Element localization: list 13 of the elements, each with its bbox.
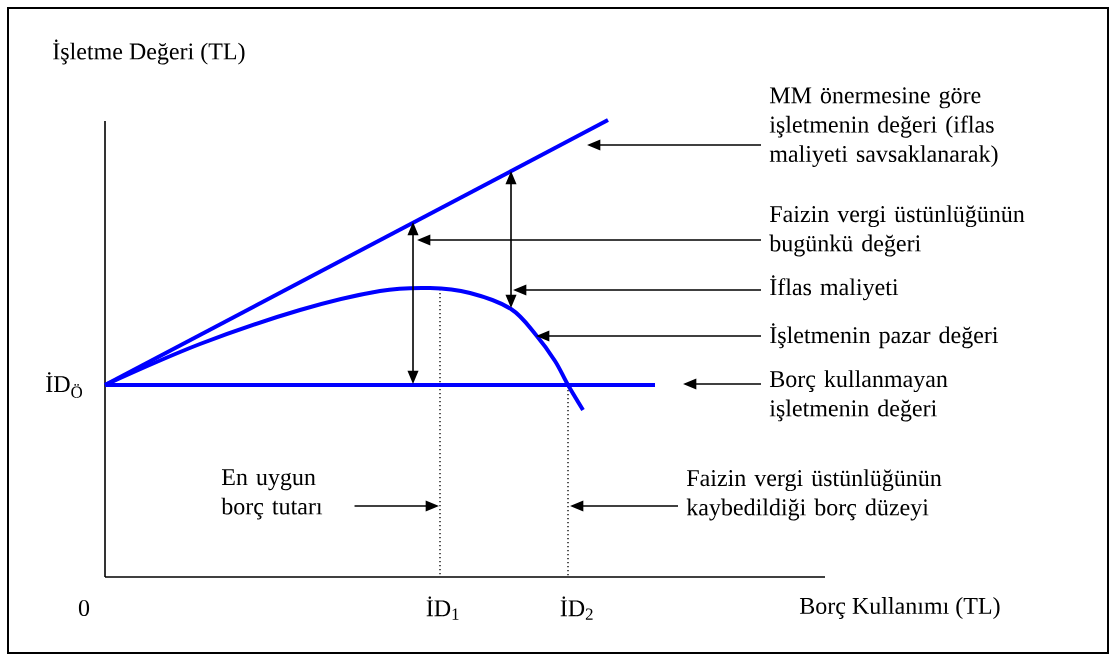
annotation-text: Faizin vergi üstünlüğünün bugünkü değeri [769,205,1025,257]
axis-label: İşletme Değeri (TL) [53,39,245,65]
annotation-text: Faizin vergi üstünlüğünün kaybedildiği borç düzeyi [686,469,942,521]
annotation-text: İşletmenin pazar değeri [770,323,999,349]
axis-tick-label: İD$_{Ö}$ [46,372,83,398]
origin-label: 0 [78,599,90,617]
axis-label: Borç Kullanımı (TL) [799,597,1000,619]
annotation-text: MM önermesine göre işletmenin değeri (iflas maliyeti savsaklanarak) [769,87,998,167]
annotation-text: En uygun borç tutarı [221,469,323,520]
annotation-text: Borç kullanmayan işletmenin değeri [769,370,948,422]
axis-tick-label: İD$_{1}$ [426,596,459,620]
annotation-text: İflas maliyeti [770,275,899,301]
axis-tick-label: İD$_{2}$ [560,596,593,620]
